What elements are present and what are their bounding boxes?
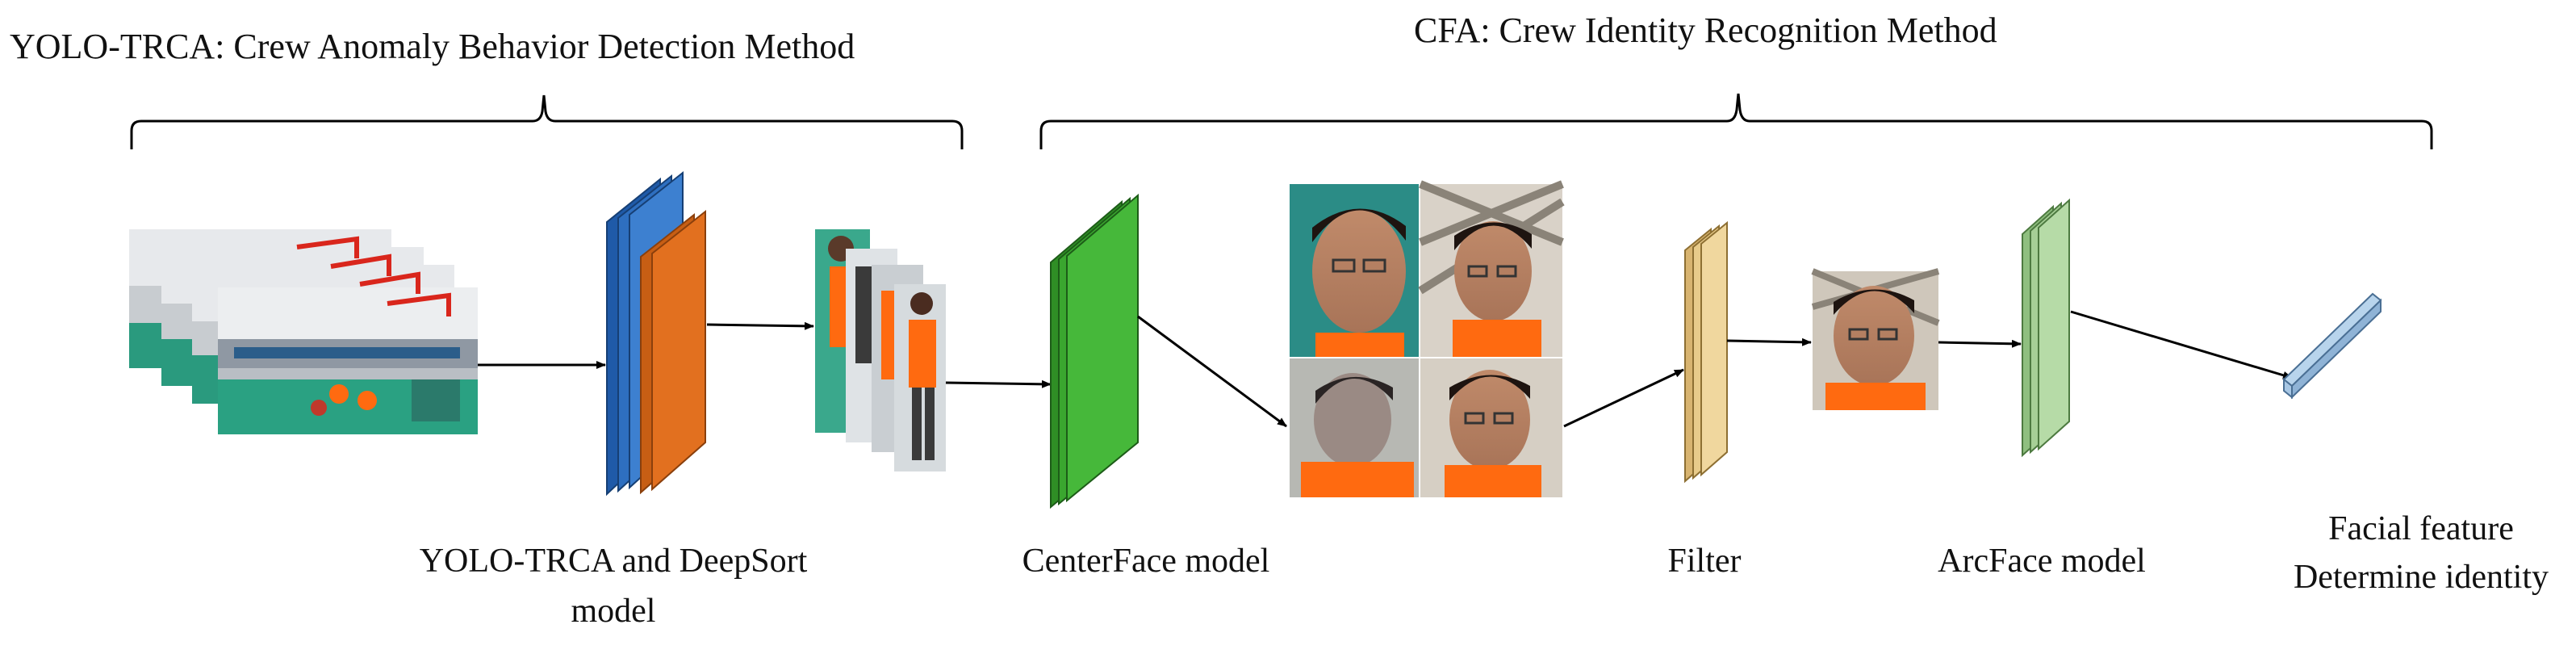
yolo-deepsort-label-line1: YOLO-TRCA and DeepSort [420,543,808,580]
filter-icon [1684,220,1728,484]
face-crop [1290,358,1419,497]
face-crop [1418,180,1565,357]
yolo-trca-deepsort-model-icon [606,170,706,497]
right-section-title: CFA: Crew Identity Recognition Method [1414,10,1997,50]
arrow-face-to-arcface [1938,339,2022,348]
arrow-arcface-to-feature [2070,310,2293,379]
selected-face-crop [1811,268,1940,410]
yolo-deepsort-label-line2: model [571,593,656,630]
crane-rails [296,236,451,316]
face-crop [1420,358,1562,497]
arrow-faces-to-filter [1563,368,1684,428]
arrow-filter-to-face [1726,337,1812,346]
facial-feature-label-line1: Facial feature [2328,510,2514,547]
arrow-crops-to-centerface [945,379,1052,388]
face-crop [1290,184,1419,357]
feature-vector-icon [2282,292,2382,400]
person-crops-stack [815,229,946,471]
detected-faces-grid [1290,180,1565,497]
left-section-title: YOLO-TRCA: Crew Anomaly Behavior Detecti… [10,27,855,66]
arcface-label: ArcFace model [1938,543,2146,580]
arrow-yolo-to-crops [706,321,814,330]
video-frames-stack [129,229,478,434]
filter-label: Filter [1668,543,1742,580]
facial-feature-label-line2: Determine identity [2294,559,2549,596]
centerface-label: CenterFace model [1022,543,1270,580]
arcface-model-icon [2022,198,2070,458]
video-frame-front [218,287,478,434]
person-crop-front [894,284,946,471]
centerface-model-icon [1050,193,1139,509]
left-section-brace [130,94,964,149]
arrow-centerface-to-faces [1137,315,1287,428]
right-section-brace [1039,93,2433,149]
